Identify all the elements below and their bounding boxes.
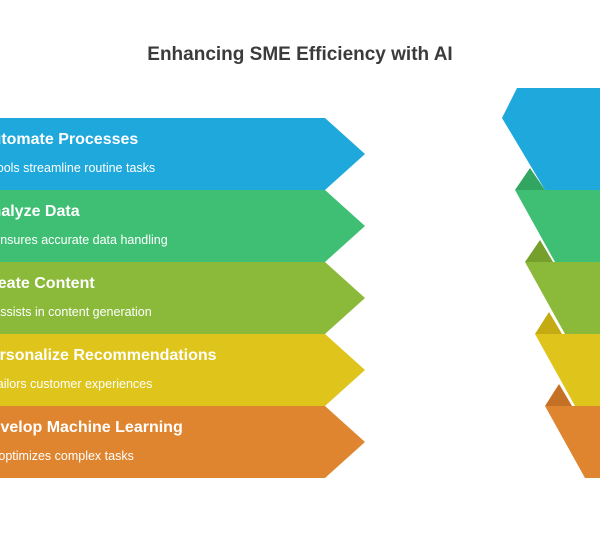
diagram-title: Enhancing SME Efficiency with AI	[147, 44, 453, 65]
funnel-top-cap	[502, 88, 600, 118]
step-heading: Automate Processes	[0, 131, 139, 148]
step-label-2: Analyze Data AI ensures accurate data ha…	[0, 203, 168, 247]
funnel-segment-5	[545, 406, 600, 478]
step-description: ML optimizes complex tasks	[0, 449, 134, 463]
step-description: AI tools streamline routine tasks	[0, 161, 156, 175]
step-heading: Personalize Recommendations	[0, 347, 217, 364]
step-heading: Create Content	[0, 275, 95, 292]
funnel-segment-4	[535, 334, 600, 406]
arrow-band-3	[0, 262, 365, 334]
step-description: AI ensures accurate data handling	[0, 233, 168, 247]
step-label-5: Develop Machine Learning ML optimizes co…	[0, 419, 183, 463]
step-label-1: Automate Processes AI tools streamline r…	[0, 131, 155, 175]
arrow-band-2	[0, 190, 365, 262]
funnel-flap-2	[515, 168, 545, 190]
step-label-3: Create Content AI assists in content gen…	[0, 275, 152, 319]
step-description: AI tailors customer experiences	[0, 377, 153, 391]
arrow-band-1	[0, 118, 365, 190]
step-label-4: Personalize Recommendations AI tailors c…	[0, 347, 217, 391]
funnel-flap-3	[525, 240, 553, 262]
funnel-segment-3	[525, 262, 600, 334]
funnel-segment-2	[515, 190, 600, 262]
funnel-flap-4	[535, 312, 562, 334]
step-description: AI assists in content generation	[0, 305, 152, 319]
funnel-flap-5	[545, 384, 572, 406]
step-heading: Analyze Data	[0, 203, 80, 220]
funnel-segment-1	[502, 118, 600, 190]
arrow-band-5	[0, 406, 365, 478]
step-heading: Develop Machine Learning	[0, 419, 183, 436]
arrow-band-4	[0, 334, 365, 406]
